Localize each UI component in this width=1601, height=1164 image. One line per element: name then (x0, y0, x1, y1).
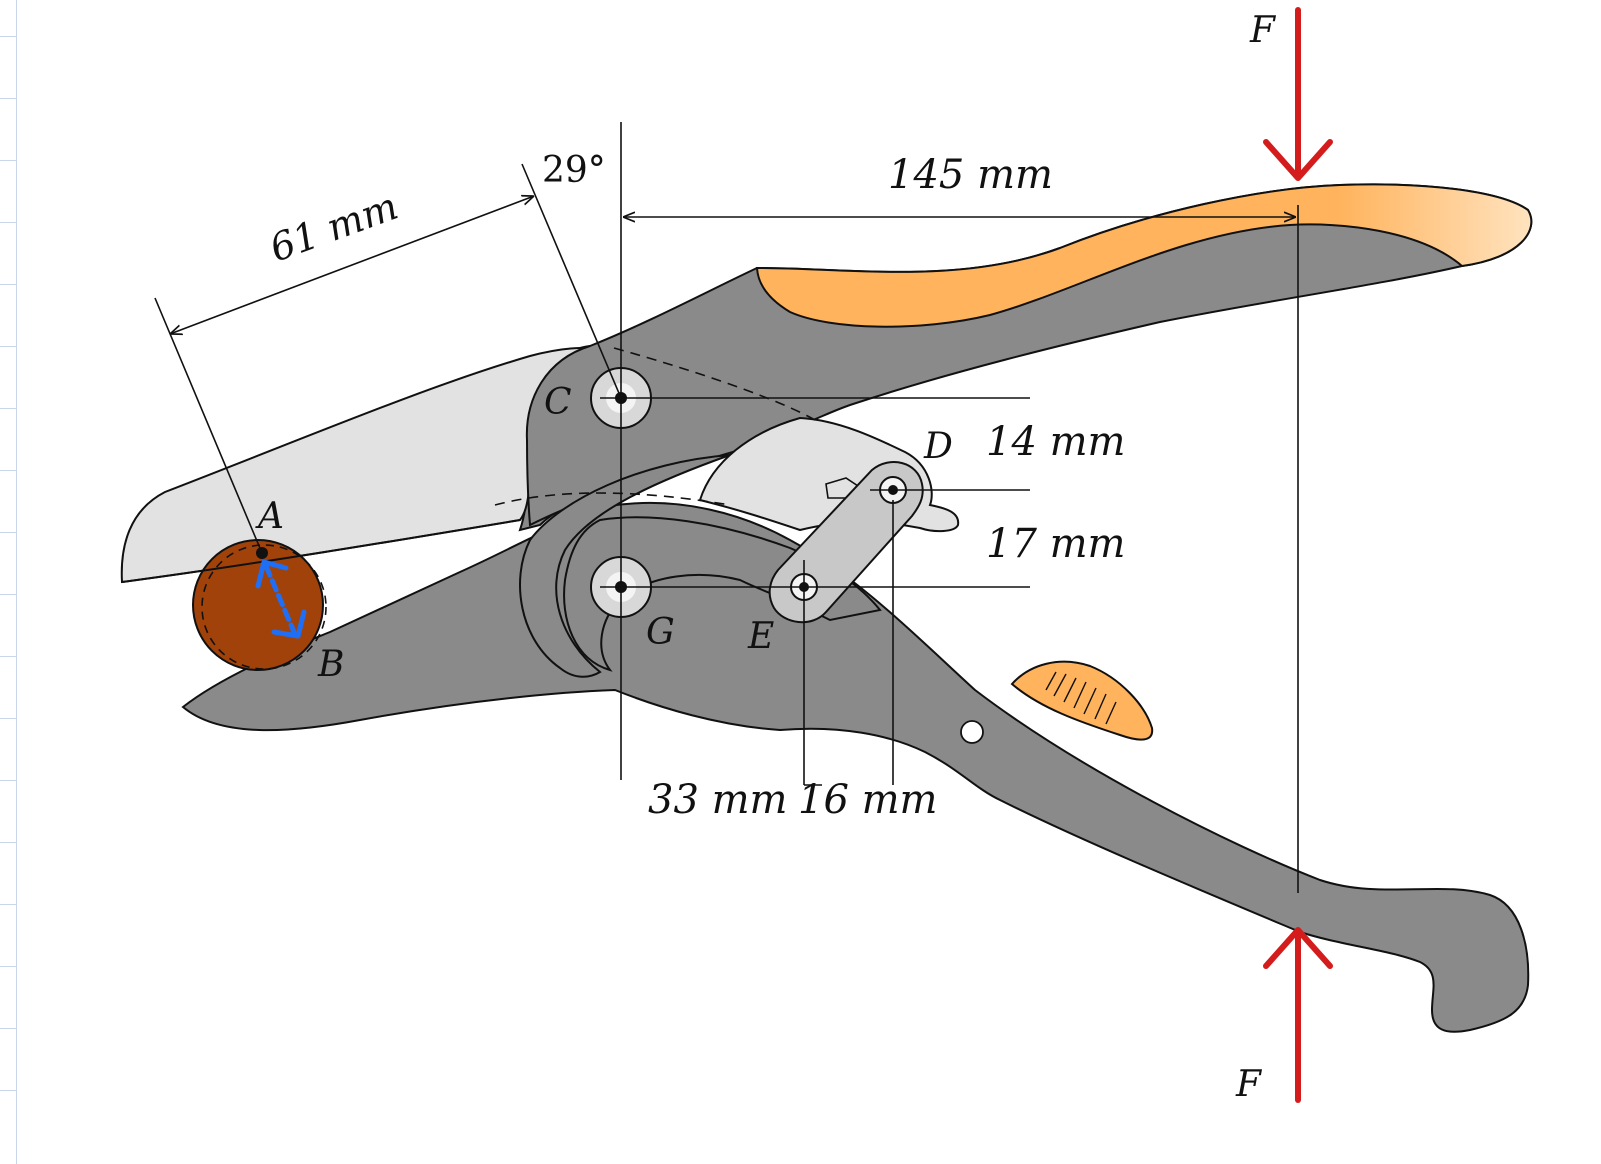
dimension-label-61mm: 61 mm (264, 184, 404, 271)
blade-edge (121, 519, 521, 583)
margin-tick (0, 36, 16, 37)
margin-tick (0, 718, 16, 719)
point-label-c: C (544, 382, 572, 423)
page-margin (0, 0, 17, 1164)
force-arrow-top (1263, 7, 1333, 181)
point-a-marker (256, 547, 268, 559)
motion-arrow (255, 559, 307, 639)
margin-tick (0, 160, 16, 161)
margin-tick (0, 470, 16, 471)
pipe-contact-circle (201, 544, 327, 670)
point-label-a: A (255, 496, 284, 537)
margin-tick (0, 904, 16, 905)
dimension-label-14mm: 14 mm (986, 419, 1125, 465)
lower-jaw-collar (519, 454, 731, 678)
margin-tick (0, 532, 16, 533)
force-arrow-bottom (1263, 927, 1333, 1103)
handle-hole (960, 720, 984, 744)
force-label-bottom: F (1235, 1064, 1263, 1105)
margin-tick (0, 284, 16, 285)
dim-line-61 (170, 196, 534, 334)
margin-tick (0, 594, 16, 595)
margin-tick (0, 1028, 16, 1029)
hidden-line-upper (613, 347, 816, 421)
pipe (192, 539, 324, 671)
blade-reference-line (154, 297, 263, 554)
margin-tick (0, 408, 16, 409)
blade-ca-line (521, 163, 622, 399)
lock-lever (1010, 660, 1154, 741)
dimension-label-16mm: 16 mm (798, 777, 937, 823)
margin-tick (0, 842, 16, 843)
point-label-e: E (747, 616, 774, 657)
margin-tick (0, 656, 16, 657)
margin-tick (0, 966, 16, 967)
margin-tick (0, 98, 16, 99)
margin-tick (0, 222, 16, 223)
margin-tick (0, 346, 16, 347)
upper-grip (755, 183, 1533, 328)
margin-tick (0, 1090, 16, 1091)
dimension-label-33mm: 33 mm (648, 777, 787, 823)
lower-handle (181, 501, 1530, 1033)
dimension-label-145mm: 145 mm (888, 152, 1053, 198)
point-label-d: D (923, 426, 953, 467)
force-label-top: F (1249, 10, 1277, 51)
point-label-b: B (317, 644, 344, 685)
dimension-label-17mm: 17 mm (986, 521, 1125, 567)
point-label-g: G (646, 612, 675, 653)
angle-label-29deg: 29° (542, 150, 606, 191)
lever-hatching (1045, 671, 1117, 725)
hidden-line-lower (494, 492, 731, 506)
margin-tick (0, 780, 16, 781)
